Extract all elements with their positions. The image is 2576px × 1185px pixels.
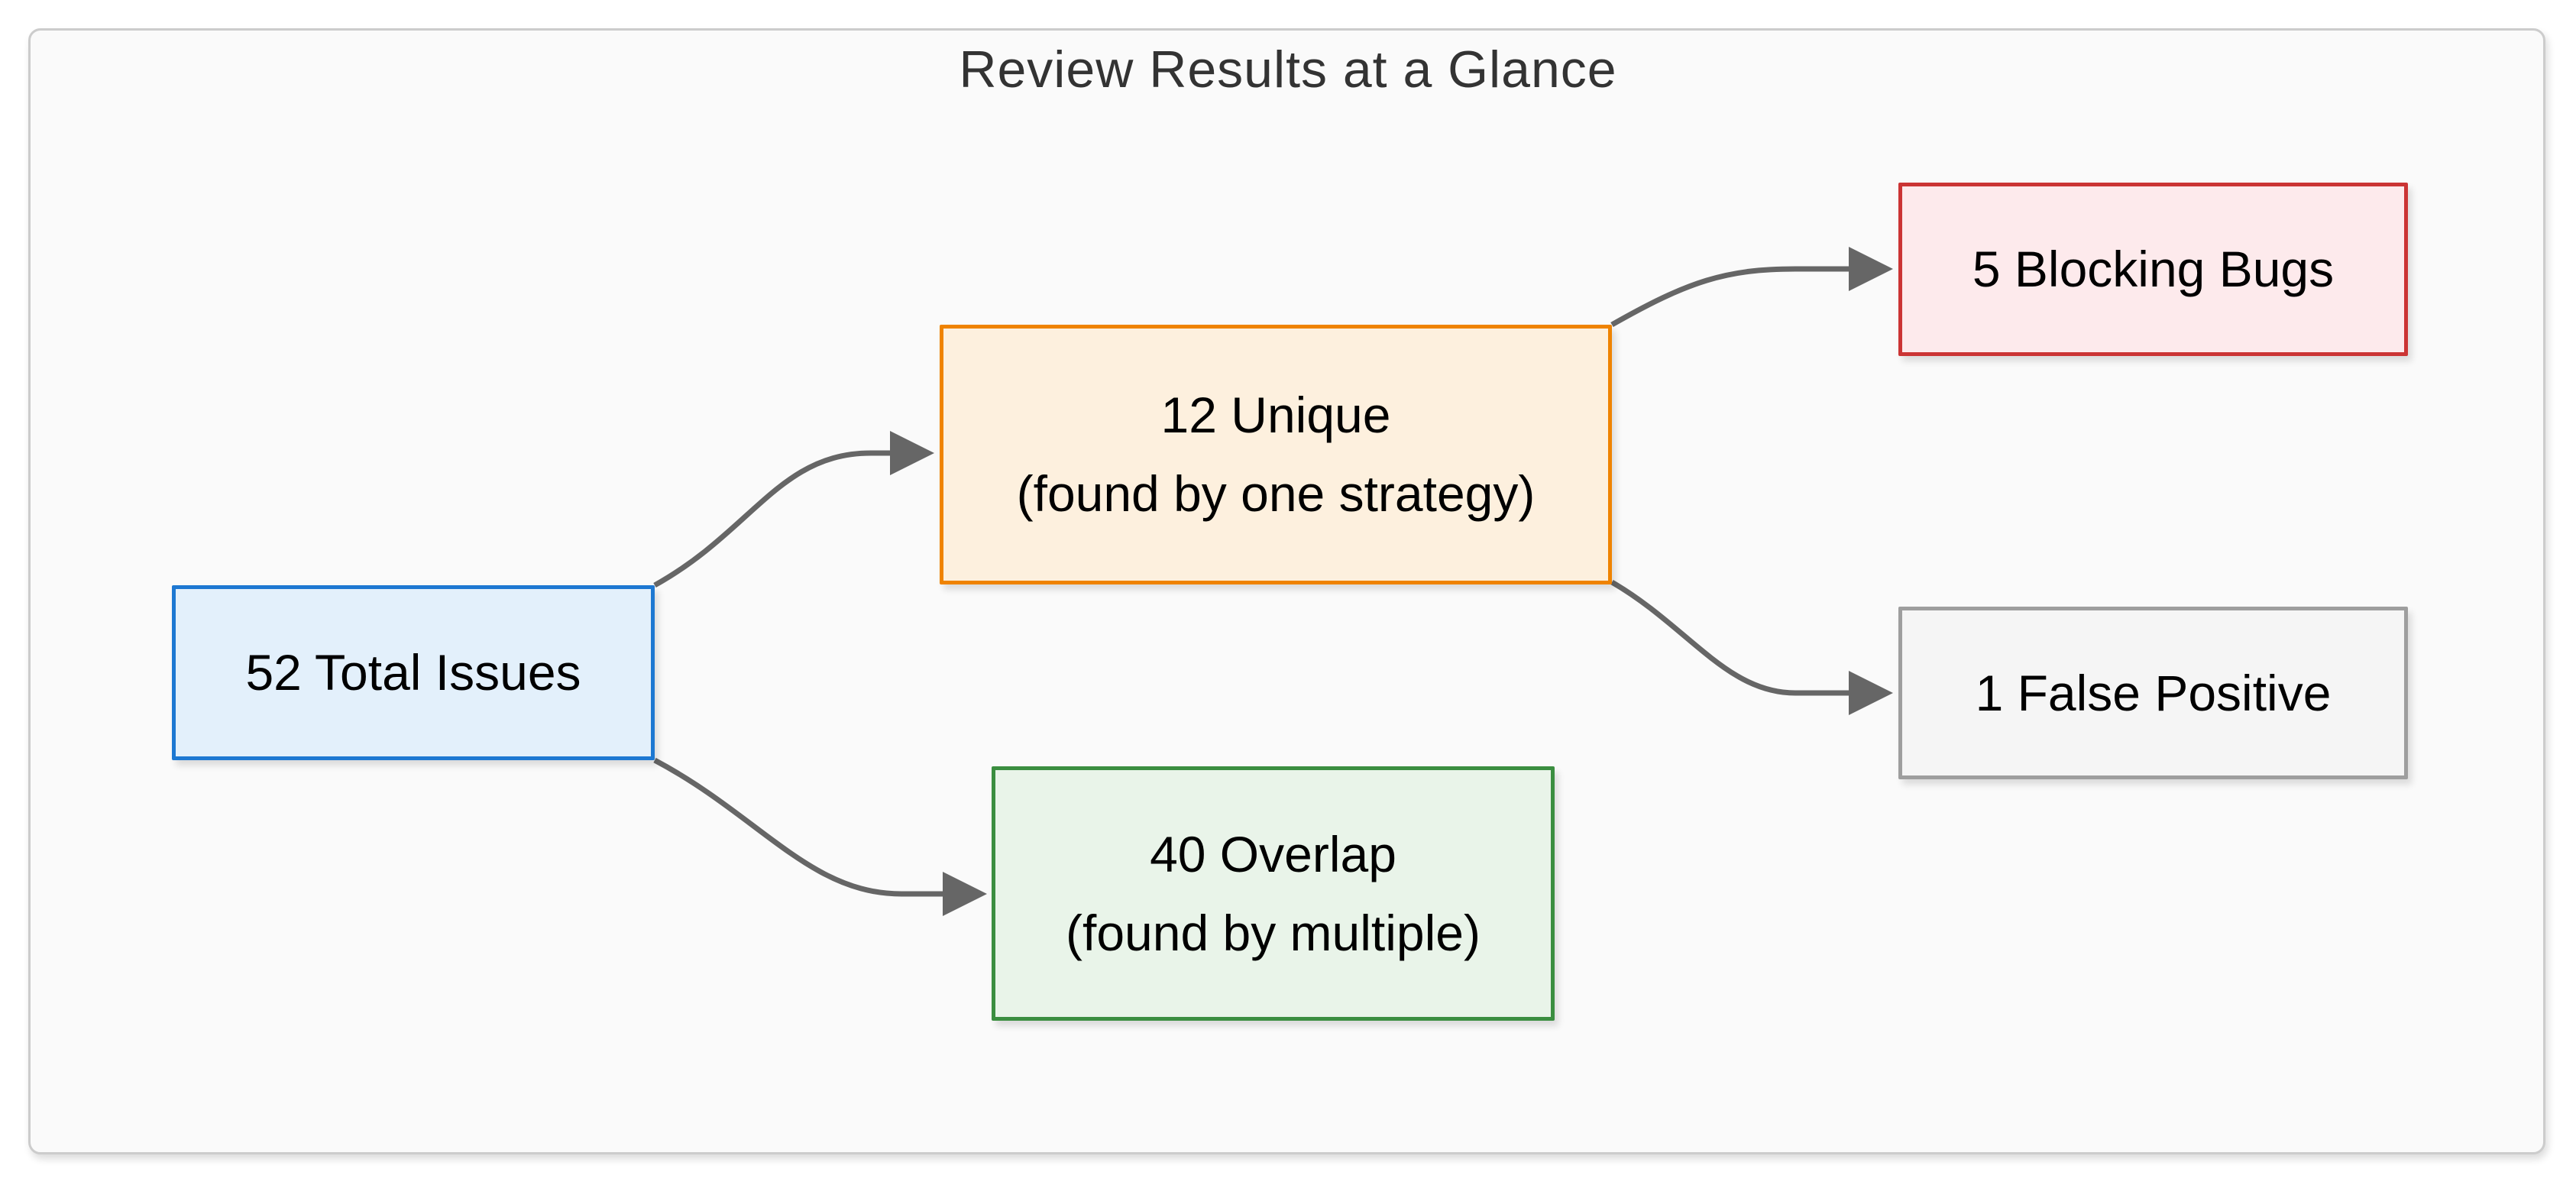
node-unique-label-line2: (found by one strategy) (1016, 465, 1536, 522)
node-unique-label-line1: 12 Unique (1160, 387, 1391, 443)
node-blocking-bugs-label: 5 Blocking Bugs (1972, 241, 2335, 297)
diagram-title: Review Results at a Glance (959, 40, 1617, 99)
node-false-positive: 1 False Positive (1898, 607, 2408, 779)
node-total-issues: 52 Total Issues (172, 585, 655, 760)
node-total-issues-label: 52 Total Issues (245, 644, 581, 701)
node-false-positive-label: 1 False Positive (1975, 664, 2332, 721)
node-overlap: 40 Overlap (found by multiple) (992, 766, 1555, 1021)
node-unique: 12 Unique (found by one strategy) (940, 325, 1612, 584)
node-overlap-label-line2: (found by multiple) (1066, 904, 1481, 961)
node-blocking-bugs: 5 Blocking Bugs (1898, 183, 2408, 356)
node-overlap-label-line1: 40 Overlap (1150, 825, 1396, 882)
